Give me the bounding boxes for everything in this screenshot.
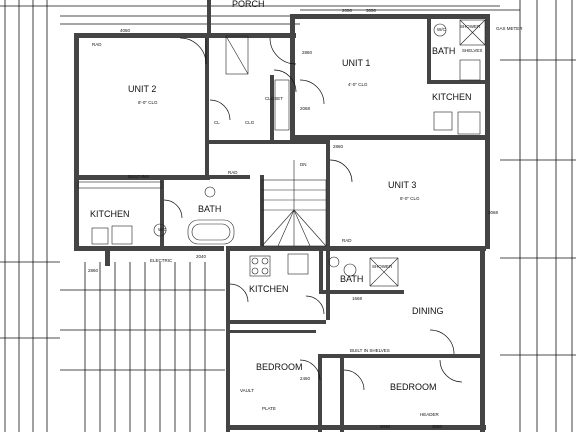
dim-label: 2068 — [300, 106, 311, 111]
rad-note: RAD — [342, 238, 352, 243]
toilet-icon — [433, 23, 447, 37]
shower — [459, 19, 486, 46]
bath-upper-label: BATH — [432, 46, 455, 56]
dim-label: 3050 — [366, 8, 377, 13]
clg-note: CLG — [245, 120, 255, 125]
shower — [369, 257, 399, 287]
dim-label: 2040 — [196, 254, 207, 259]
rad-note: RAD — [92, 42, 102, 47]
sink-icon — [328, 256, 340, 268]
shower-note: SHOWER — [372, 264, 393, 269]
gas-meter-note: GAS METER — [496, 26, 523, 31]
washer-icon — [459, 59, 481, 81]
dim-label: 2860 — [333, 144, 344, 149]
header-note: HEADER — [420, 412, 440, 417]
dim-label: 3050 — [432, 424, 443, 429]
porch-label: PORCH — [232, 0, 265, 9]
bath-center-label: BATH — [198, 204, 221, 214]
dim-label: 1668 — [352, 296, 363, 301]
bathtub — [187, 219, 235, 245]
shelves-note: SHELVES — [462, 48, 482, 53]
fridge-icon — [111, 225, 133, 245]
dim-label: 2040 — [380, 424, 391, 429]
kitchen-left-label: KITCHEN — [90, 209, 130, 219]
kitchen-center-label: KITCHEN — [249, 284, 289, 294]
sink-icon — [204, 186, 216, 198]
closet — [225, 35, 249, 75]
closet — [274, 79, 290, 131]
stairs — [261, 160, 327, 247]
kitchen-unit-1-label: KITCHEN — [432, 92, 472, 102]
stair-dn-note: DN — [300, 162, 307, 167]
bath-lower-label: BATH — [340, 274, 363, 284]
fixtures — [77, 19, 486, 287]
unit-1-label: UNIT 1 — [342, 58, 370, 68]
toilet-icon — [153, 223, 167, 237]
top-dimension-lines — [0, 5, 520, 25]
dim-label: 2860 — [302, 50, 313, 55]
walls — [74, 0, 490, 432]
bedroom-left-label: BEDROOM — [256, 362, 303, 372]
right-dimension-lines — [500, 0, 576, 432]
electric-note: ELECTRIC — [150, 258, 173, 263]
unit-1-ceiling: 4'-0" CLG — [348, 82, 368, 87]
doors — [163, 37, 463, 391]
unit-2-label: UNIT 2 — [128, 84, 156, 94]
dim-label: 2050 — [342, 8, 353, 13]
stove-icon — [249, 255, 271, 277]
bedroom-right-label: BEDROOM — [390, 382, 437, 392]
dim-label: 4050 — [120, 28, 131, 33]
vault-note: VAULT — [240, 388, 254, 393]
wc-note: W/C — [437, 27, 446, 32]
built-ins-note: BUILT-INS — [128, 174, 149, 179]
built-in-shelves-note: BUILT IN SHELVES — [350, 348, 390, 353]
plate-note: PLATE — [262, 406, 276, 411]
unit-3-label: UNIT 3 — [388, 180, 416, 190]
stove-icon — [433, 111, 453, 131]
toilet-icon — [343, 263, 357, 277]
shower-note: SHOWER — [460, 24, 481, 29]
dim-label: 2860 — [88, 268, 99, 273]
stove-icon — [91, 227, 109, 245]
cl-note: CL — [214, 120, 220, 125]
dim-label: 2460 — [300, 376, 311, 381]
left-dimension-lines — [0, 0, 60, 432]
bottom-grid-lines — [60, 262, 225, 432]
unit-2-ceiling: 8'-0" CLG — [138, 100, 158, 105]
built-ins — [77, 181, 163, 189]
closet-note: CLOSET — [265, 96, 283, 101]
dining-label: DINING — [412, 306, 444, 316]
fridge-icon — [287, 253, 309, 275]
dim-label: 3068 — [488, 210, 499, 215]
unit-3-ceiling: 8'-0" CLG — [400, 196, 420, 201]
fridge-icon — [457, 111, 481, 135]
rad-note: RAD — [228, 170, 238, 175]
wc-note: W/C — [158, 227, 167, 232]
